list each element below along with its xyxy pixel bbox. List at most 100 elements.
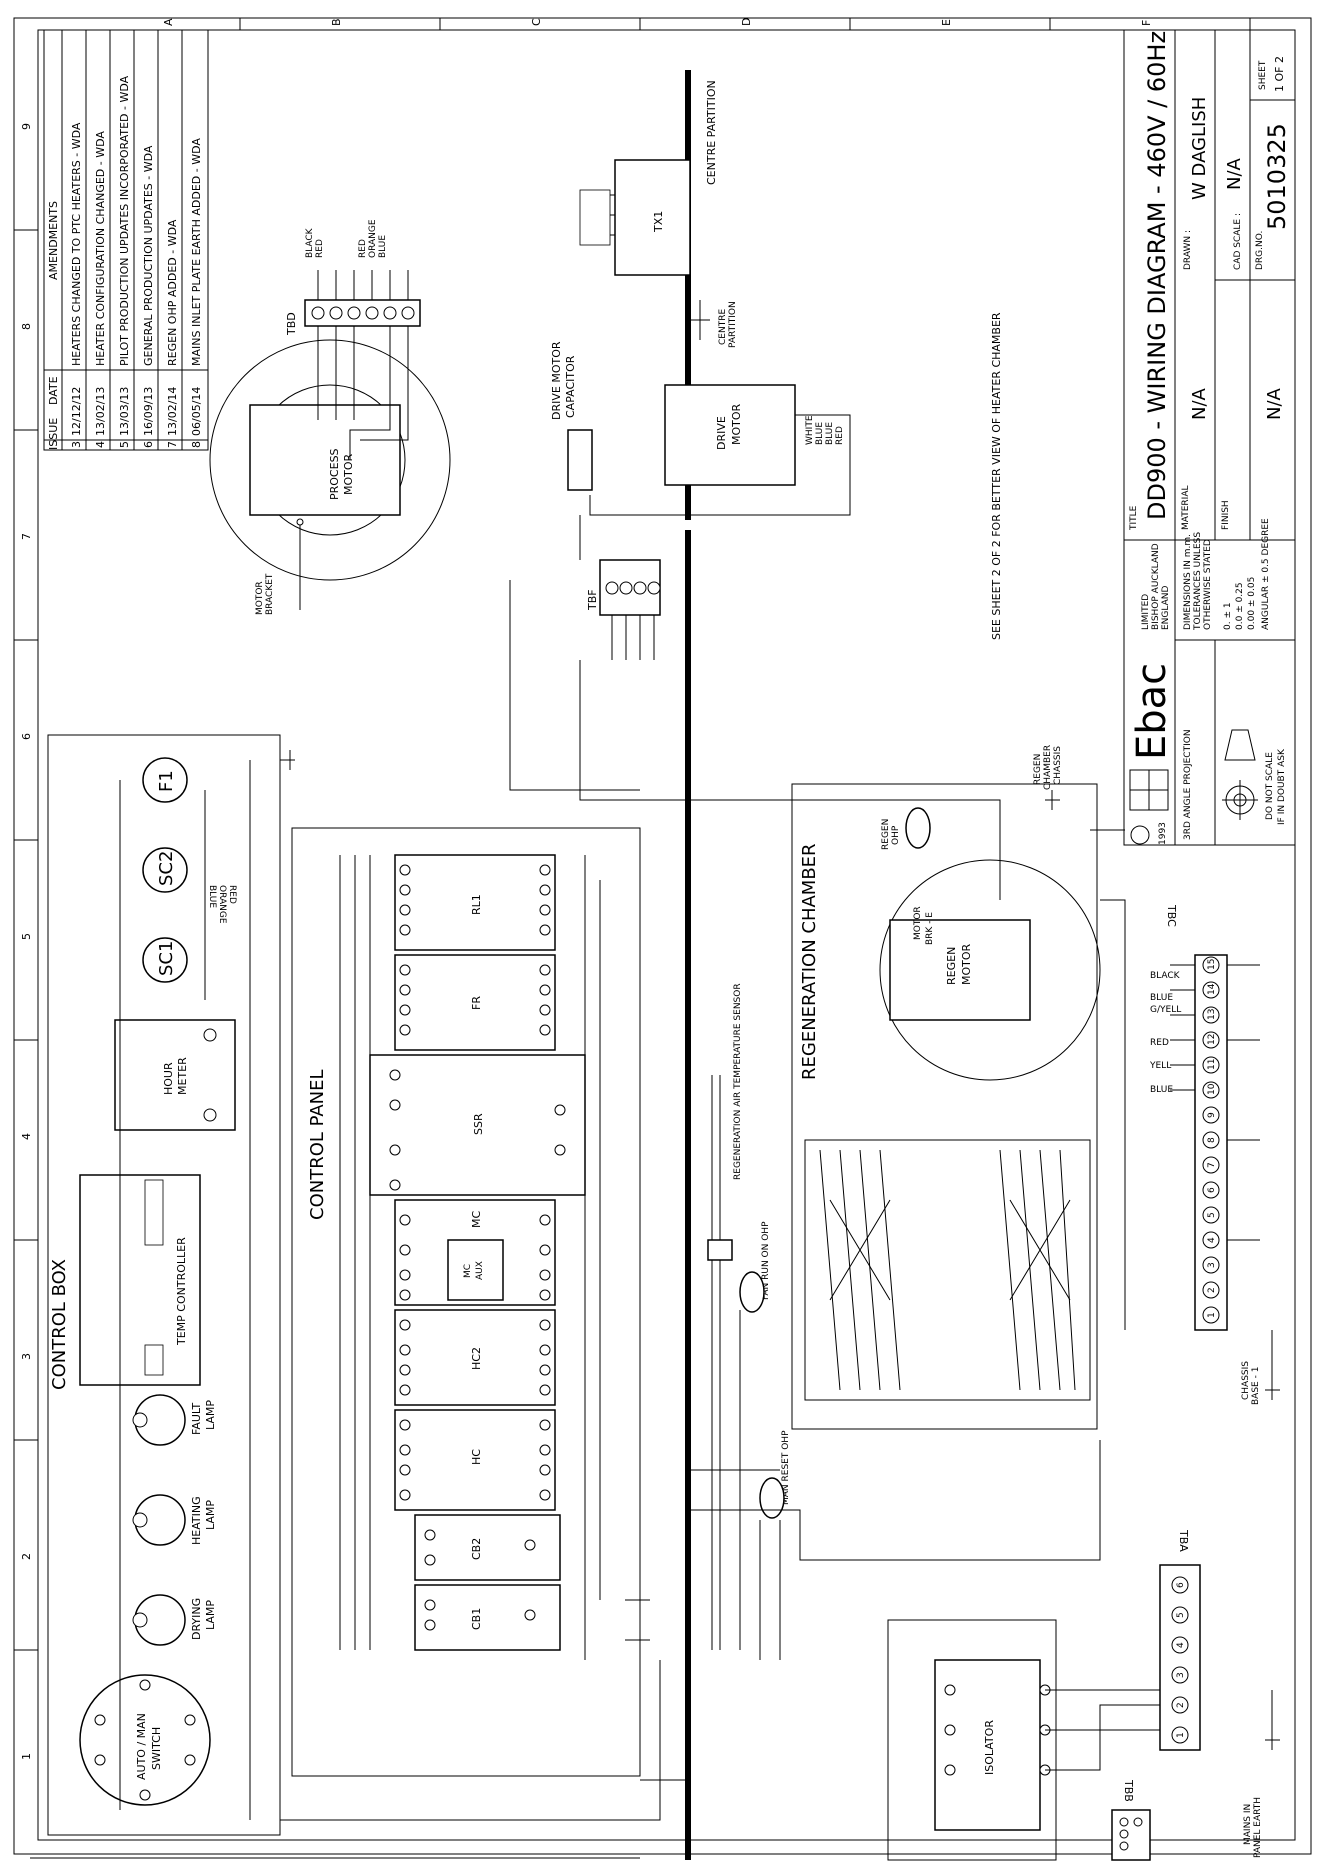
wire-color-label: ORANGE [217,885,227,924]
wire-color-label: RED [358,239,368,258]
tbf-terminal-strip [599,559,661,616]
speed-controller-sc1 [142,937,188,983]
cad-scale-caption: CAD SCALE : [1233,213,1243,270]
grid-row-6: 6 [20,733,33,740]
tbc-terminal: 11 [1207,1059,1217,1070]
amendment-date: 13/02/13 [94,387,107,436]
drawing-title: DD900 - WIRING DIAGRAM - 460V / 60Hz [1143,31,1171,520]
tba-terminal: 4 [1176,1642,1186,1648]
auto-man-switch-label-2: SWITCH [150,1727,163,1770]
tbc-terminal: 4 [1207,1237,1217,1243]
tbc-terminal: 2 [1207,1287,1217,1293]
mc-label: MC [470,1211,483,1228]
see-sheet-note: SEE SHEET 2 OF 2 FOR BETTER VIEW OF HEAT… [990,312,1003,640]
amendment-text: MAINS INLET PLATE EARTH ADDED - WDA [190,138,203,366]
drive-motor-wires: WHITE BLUE BLUE RED [805,415,845,445]
amendment-issue: 3 [70,441,83,448]
wire-color-label: RED [315,239,325,258]
material-value: N/A [1189,387,1210,420]
tbc-terminal-strip: TBC 1 2 3 4 5 6 7 8 9 10 11 12 13 14 15 … [1149,904,1260,1331]
tolerance-line: DIMENSIONS IN m.m. [1183,534,1193,630]
finish-value: N/A [1264,387,1285,420]
centre-partition-small-2: PARTITION [728,301,738,348]
process-motor-assembly: PROCESS MOTOR MOTOR BRACKET TBD BLACK RE… [209,219,451,615]
tbc-terminal: 7 [1207,1162,1217,1168]
amendment-row: 8 06/05/14 MAINS INLET PLATE EARTH ADDED… [190,138,203,448]
tbc-terminal: 1 [1207,1312,1217,1318]
fault-lamp-label-1: FAULT [190,1402,203,1435]
tbf-label: TBF [586,589,599,611]
panel-terminals [389,864,566,1631]
tx1-transformer [614,159,691,276]
speed-controller-sc2 [142,847,188,893]
tbc-terminal: 15 [1207,959,1217,970]
regeneration-chamber: REGENERATION CHAMBER REGEN OHP REGEN MOT… [791,745,1101,1430]
amendment-text: REGEN OHP ADDED - WDA [166,219,179,366]
wire-color-label: RED [835,426,845,445]
control-box-label: CONTROL BOX [49,1259,70,1390]
tbc-terminal: 12 [1207,1034,1217,1045]
relay-rl1 [394,854,556,951]
amendment-date: 13/03/13 [118,387,131,436]
process-motor-label-1: PROCESS [328,448,341,500]
contactor-hc [394,1409,556,1511]
wire-color-label: YELL [1149,1061,1171,1071]
control-panel: CONTROL PANEL RL1 FR SSR MC MC AUX HC2 H… [291,827,650,1777]
tx1-label: TX1 [652,211,665,233]
hour-meter-label-1: HOUR [162,1062,175,1095]
drawing-frame [13,17,1312,1859]
do-not-scale-2: IF IN DOUBT ASK [1277,748,1287,825]
tbd-wire-colors: BLACK RED RED ORANGE BLUE [305,219,388,258]
fr-label: FR [470,996,483,1010]
drg-no-value: 5010325 [1263,123,1291,230]
wire-color-label: BLUE [378,235,388,258]
sc1-label: SC1 [156,941,177,976]
grid-col-e: E [940,19,953,26]
rl1-label: RL1 [470,894,483,915]
man-reset-ohp [759,1477,785,1519]
amendment-issue: 8 [190,441,203,448]
tbc-terminal: 8 [1207,1137,1217,1143]
amendment-row: 6 16/09/13 GENERAL PRODUCTION UPDATES - … [142,145,155,448]
tbc-wire-colors: BLACK BLUE G/YELL RED YELL BLUE [1149,971,1181,1095]
fan-run-on-ohp-label: FAN RUN ON OHP [761,1221,771,1300]
heater-element-array [804,1139,1091,1401]
cad-scale-value: N/A [1224,157,1245,190]
do-not-scale-1: DO NOT SCALE [1265,752,1275,820]
chassis-base-label-1: CHASSIS [1241,1361,1251,1400]
grid-col-c: C [530,18,543,26]
tba-label: TBA [1177,1529,1190,1552]
chassis-base-label-2: BASE - 1 [1251,1367,1261,1405]
tolerance-line: ANGULAR ± 0.5 DEGREE [1261,518,1271,630]
grid-row-7: 7 [20,533,33,540]
sheet-caption: SHEET [1258,60,1268,90]
tbb-label: TBB [1122,1779,1135,1802]
amendment-issue: 6 [142,441,155,448]
isolator-label: ISOLATOR [983,1720,996,1775]
drive-motor-label-1: DRIVE [715,416,728,450]
process-motor-label-2: MOTOR [342,453,355,495]
tbc-label: TBC [1165,904,1178,927]
tolerance-line: TOLERANCES UNLESS [1193,532,1203,631]
wire-color-label: BLUE [1150,1085,1173,1095]
cross-wiring [280,580,1126,1821]
motor-brk-e-label-1: MOTOR [913,906,923,940]
mc-aux-label-2: AUX [475,1261,485,1280]
drive-motor-capacitor [567,429,593,491]
motor-brk-e-label-2: BRK - E [925,912,935,945]
temp-controller-label: TEMP CONTROLLER [175,1237,188,1346]
sheet-value: 1 OF 2 [1273,56,1286,92]
amendment-date: 16/09/13 [142,387,155,436]
motor-bracket-label-2: BRACKET [265,573,275,615]
fan-run-on-ohp [739,1271,765,1313]
mains-in-panel-earth-label-2: PANEL EARTH [1253,1797,1263,1858]
regen-ohp [905,807,931,849]
hc2-label: HC2 [470,1347,483,1370]
amendments-table: AMENDMENTS ISSUE DATE 3 12/12/12 HEATERS… [43,29,209,451]
title-caption: TITLE [1129,505,1139,531]
tbd-terminal-strip [304,299,421,327]
regen-motor-label-1: REGEN [945,947,958,985]
logo-text: Ebac [1129,663,1175,760]
ebac-logo: 1993 Ebac [1129,663,1175,845]
logo-year: 1993 [1158,822,1168,845]
